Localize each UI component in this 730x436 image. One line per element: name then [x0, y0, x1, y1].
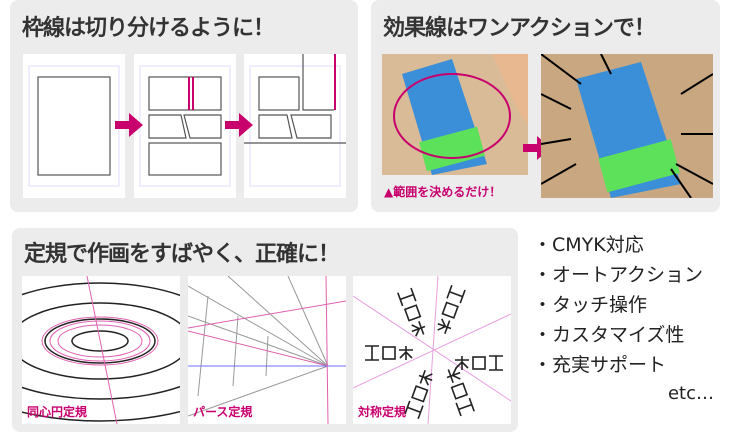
effect-caption: ▲範囲を決めるだけ！ — [384, 185, 502, 199]
feature-list: ・CMYK対応 ・オートアクション ・タッチ操作 ・カスタマイズ性 ・充実サポー… — [533, 230, 703, 380]
frame-split-panel: 枠線は切り分けるように！ — [10, 0, 358, 212]
concentric-ruler-image: 同心円定規 — [22, 276, 180, 424]
frame-split-title: 枠線は切り分けるように！ — [22, 16, 275, 41]
rulers-panel: 定規で作画をすばやく、正確に！ 同心円定規 パース定規 対称定規 — [12, 228, 518, 432]
feature-item: ・オートアクション — [533, 264, 704, 286]
effect-lines-panel: 効果線はワンアクションで！ ▲範囲を決めるだけ！ — [371, 0, 720, 212]
frame-step-2 — [134, 54, 236, 198]
frame-step-3 — [244, 54, 346, 198]
feature-item: ・タッチ操作 — [533, 294, 648, 316]
perspective-ruler-image: パース定規 — [188, 276, 346, 424]
feature-item: ・CMYK対応 — [533, 234, 644, 256]
symmetry-ruler-label: 対称定規 — [358, 405, 407, 419]
arrow-right-icon — [225, 113, 253, 137]
symmetry-ruler-image: 対称定規 — [353, 276, 511, 424]
perspective-ruler-label: パース定規 — [193, 405, 253, 419]
effect-before-image — [382, 54, 528, 175]
concentric-ruler-label: 同心円定規 — [27, 405, 88, 419]
frame-step-1 — [23, 54, 125, 198]
feature-item: ・充実サポート — [533, 354, 667, 376]
effect-lines-title: 効果線はワンアクションで！ — [383, 16, 656, 41]
feature-item: ・カスタマイズ性 — [533, 324, 685, 346]
arrow-right-icon — [115, 113, 143, 137]
feature-etc: etc… — [667, 383, 714, 404]
rulers-title: 定規で作画をすばやく、正確に！ — [24, 242, 340, 267]
effect-after-image — [541, 54, 713, 198]
